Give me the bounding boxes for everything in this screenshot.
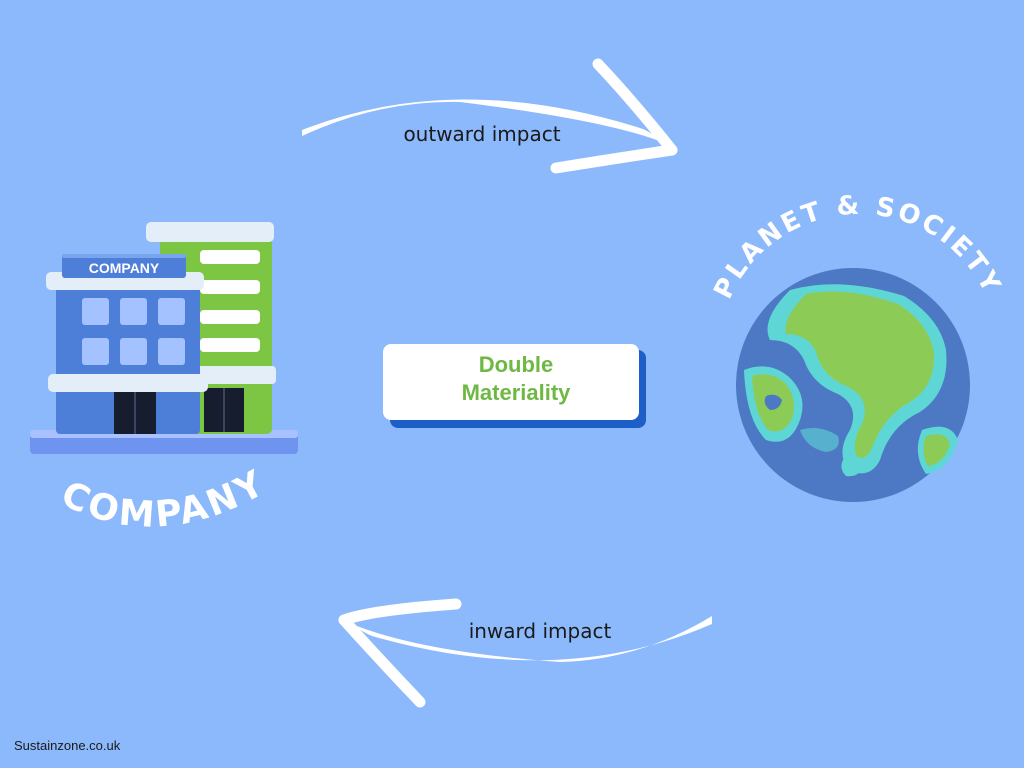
company-label: COMPANY — [55, 462, 273, 536]
company-building-icon: COMPANY — [30, 222, 298, 454]
footer-credit: Sustainzone.co.uk — [14, 738, 121, 753]
company-sign-label: COMPANY — [89, 260, 160, 276]
inward-arrow — [338, 598, 712, 708]
double-materiality-box: Double Materiality — [383, 344, 646, 428]
outward-impact-label: outward impact — [403, 122, 560, 146]
center-label-line2: Materiality — [462, 380, 572, 405]
inward-impact-label: inward impact — [469, 619, 612, 643]
outward-arrow — [302, 58, 678, 174]
globe-icon — [736, 268, 970, 502]
center-label-line1: Double — [479, 352, 554, 377]
company-label-text: COMPANY — [55, 462, 270, 536]
